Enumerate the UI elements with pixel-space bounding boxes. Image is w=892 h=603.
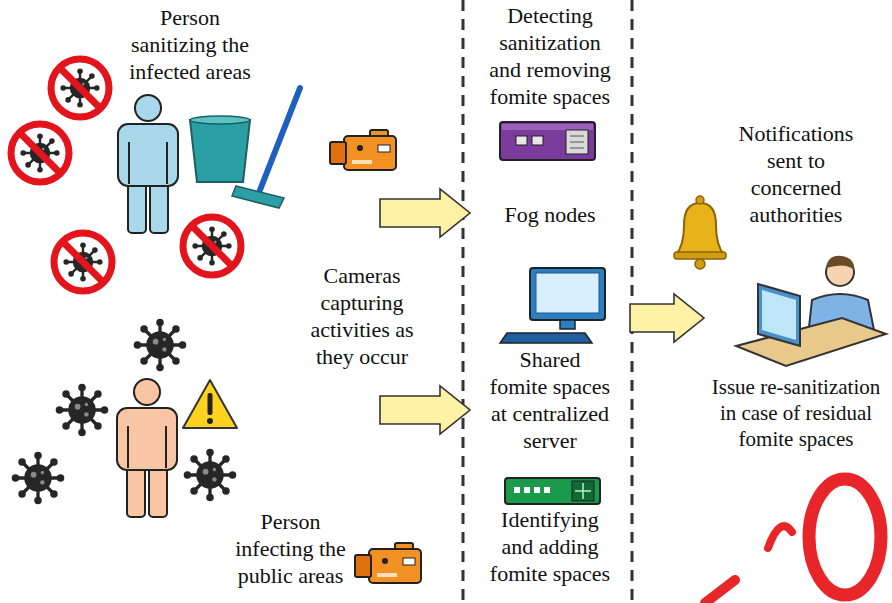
bell-icon — [674, 196, 726, 269]
fog-device-purple — [570, 142, 584, 143]
divider-line — [462, 0, 465, 603]
broom-icon — [232, 186, 284, 208]
warning-sign — [183, 380, 237, 428]
actor-group: Person infecting the public areas — [0, 378, 380, 603]
virus-icon — [134, 319, 187, 372]
fog-device-purple — [570, 148, 584, 149]
authority-at-desk — [758, 284, 800, 346]
fog-device-purple — [502, 124, 593, 130]
cleaner-figure — [118, 95, 178, 233]
actor-group: Person sanitizing the infected areas — [0, 0, 380, 250]
warning-sign — [183, 380, 237, 428]
server-node: Shared fomite spaces at centralized serv… — [470, 262, 630, 474]
bucket-icon — [190, 120, 250, 182]
fog-device-green — [514, 487, 520, 493]
fog-device-purple — [500, 122, 595, 160]
sanitized-virus-icon — [54, 233, 112, 291]
broom-icon — [260, 88, 300, 190]
bell-icon — [696, 196, 704, 204]
fog-device-green — [505, 478, 600, 504]
node-text: Person sanitizing the infected areas — [120, 4, 260, 85]
fog-device-purple — [570, 136, 584, 137]
fog-device-green — [505, 478, 600, 504]
authority-at-desk — [736, 256, 886, 366]
watermark-mark — [809, 479, 881, 595]
label-slot: Cameras capturing activities as they occ… — [302, 262, 422, 370]
fog-node: Identifying and adding fomite spaces — [470, 476, 630, 603]
fog-device-purple — [516, 136, 527, 145]
broom-icon — [232, 88, 300, 208]
virus-icon — [56, 384, 109, 437]
camera-icon — [330, 130, 396, 170]
server-computer — [560, 320, 575, 329]
sanitized-virus-icon — [51, 59, 109, 117]
camera-icon — [355, 543, 421, 583]
fog-device-green — [544, 487, 550, 493]
fog-node: Detecting sanitization and removing fomi… — [470, 0, 632, 232]
bucket-icon — [190, 116, 250, 124]
fog-device-green — [572, 481, 594, 501]
warning-sign — [208, 393, 213, 415]
watermark-mark — [768, 526, 792, 548]
server-computer — [500, 333, 592, 343]
divider-line — [631, 0, 634, 603]
node-subtext: Fog nodes — [470, 201, 630, 228]
watermark-mark — [705, 580, 735, 603]
server-computer — [500, 268, 605, 343]
virus-icon — [184, 449, 237, 502]
infector-figure — [117, 379, 177, 517]
server-computer — [530, 268, 605, 320]
divider-line — [463, 0, 632, 603]
node-text: Detecting sanitization and removing fomi… — [485, 2, 615, 110]
node-text: Person infecting the public areas — [228, 508, 353, 589]
server-computer — [536, 273, 599, 313]
infector-figure — [117, 379, 177, 517]
virus-icon — [12, 452, 65, 505]
bucket-icon — [190, 116, 250, 182]
bell-icon — [695, 259, 705, 269]
block-arrow — [380, 386, 470, 434]
node-subtext: Issue re-sanitization in case of residua… — [710, 374, 882, 452]
node-text: Identifying and adding fomite spaces — [486, 506, 614, 587]
fog-device-purple — [500, 122, 595, 160]
warning-sign — [207, 418, 213, 424]
fog-device-green — [575, 490, 591, 492]
block-arrow — [630, 294, 704, 342]
sanitized-virus-icon — [11, 124, 69, 182]
fog-device-green — [534, 487, 540, 493]
authority-at-desk — [762, 290, 796, 340]
fog-device-purple — [566, 130, 588, 154]
bell-icon — [674, 252, 726, 259]
node-text: Shared fomite spaces at centralized serv… — [489, 346, 611, 454]
bell-icon — [676, 203, 724, 255]
fog-device-green — [524, 487, 530, 493]
free-label: Cameras capturing activities as they occ… — [302, 262, 422, 370]
cleaner-figure — [118, 95, 178, 233]
authority-node: Notifications sent to concerned authorit… — [704, 118, 888, 463]
fog-device-purple — [532, 136, 543, 145]
sanitized-virus-icon — [183, 217, 241, 275]
block-arrow — [380, 189, 470, 237]
node-text: Notifications sent to concerned authorit… — [734, 120, 859, 228]
authority-at-desk — [826, 256, 854, 270]
watermark-mark — [705, 479, 881, 603]
